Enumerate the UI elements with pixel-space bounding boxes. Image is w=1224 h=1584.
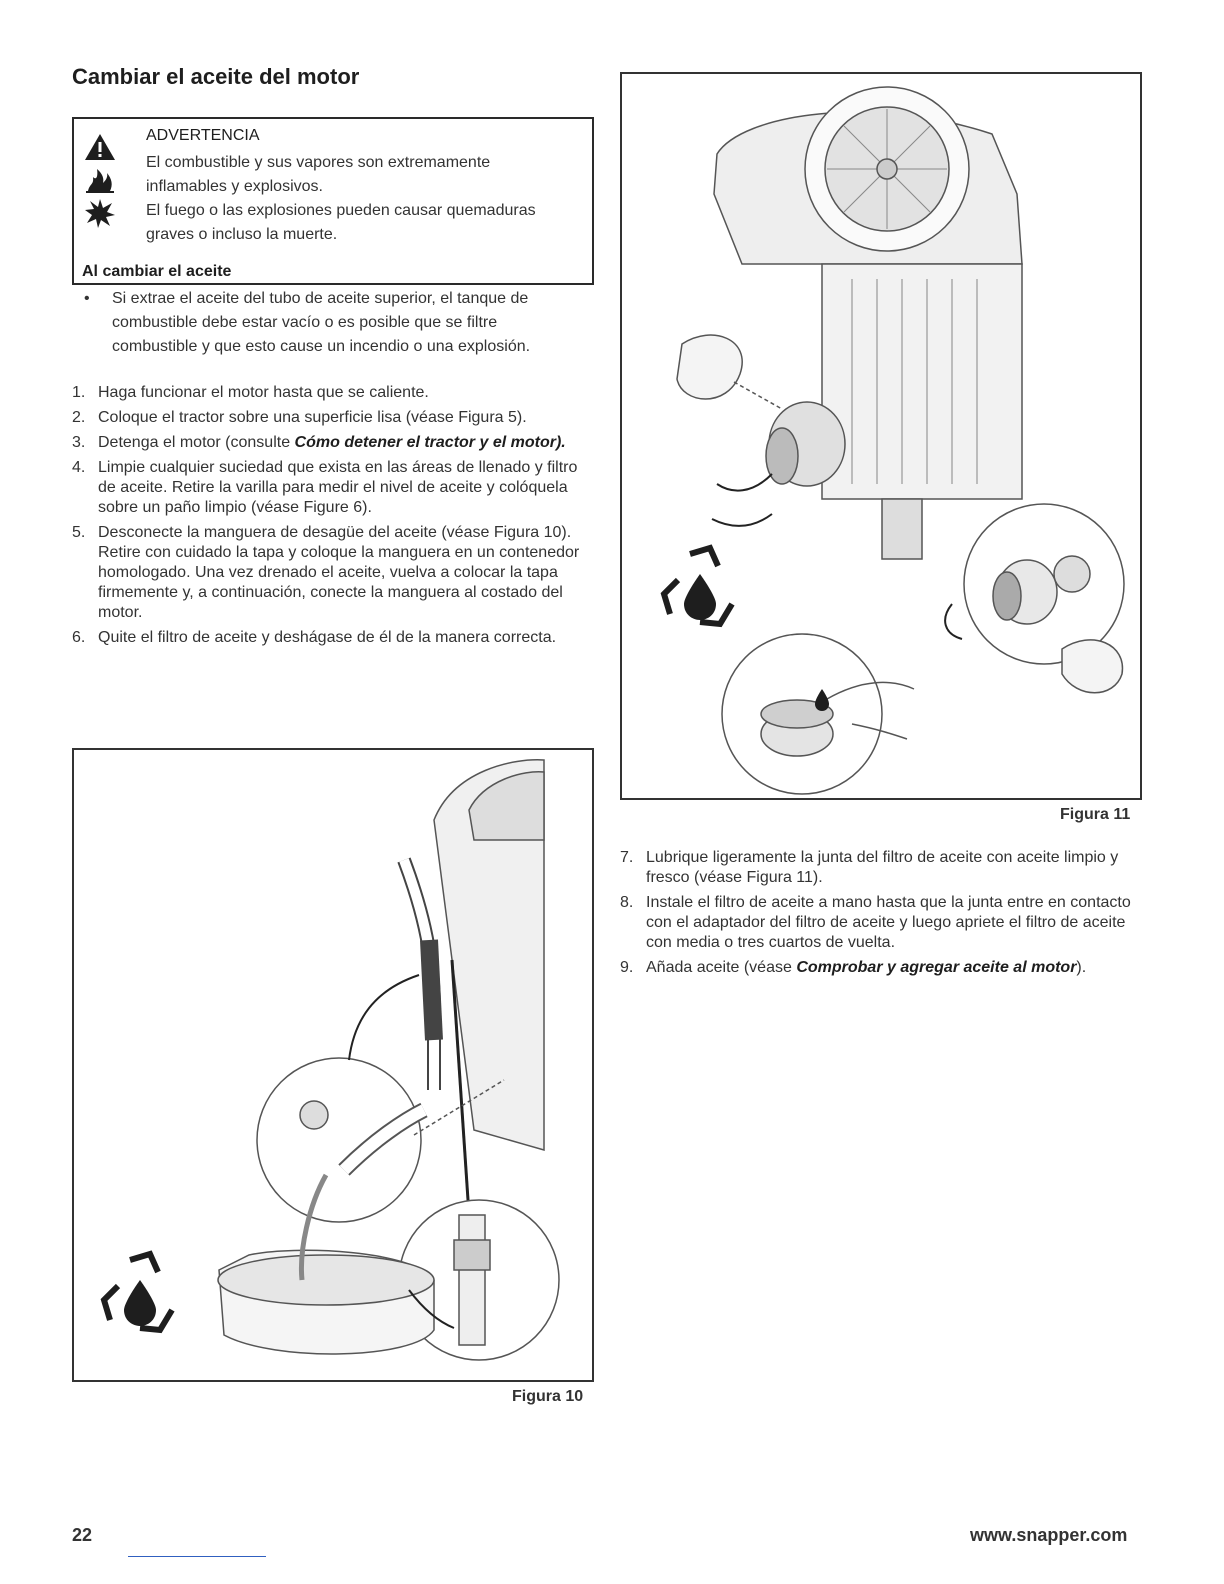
step-number: 2. [72,409,86,426]
fire-hazard-icon [86,169,114,193]
step-number: 6. [72,629,86,646]
page-number: 22 [72,1525,93,1545]
list-item: 3. Detenga el motor (consulte Cómo detene… [72,433,592,453]
warning-line-3: El fuego o las explosiones pueden causar… [146,202,536,219]
step-number: 5. [72,524,86,541]
warning-triangle-icon [85,134,115,160]
step-text: Detenga el motor (consulte [98,434,295,451]
list-item: 7. Lubrique ligeramente la junta del filt… [620,848,1145,888]
step-number: 4. [72,459,86,476]
oil-recycle-icon [660,544,735,628]
figure-10-illustration [100,759,560,1361]
explosion-hazard-icon [85,199,115,228]
website-link[interactable]: www.snapper.com [970,1525,1128,1545]
list-item: 6. Quite el filtro de aceite y deshágase … [72,628,592,648]
step-text: Desconecte la manguera de desagüe del ac… [98,524,580,621]
step-emphasis: Cómo detener el tractor y el motor). [294,434,566,451]
step-text: Instale el filtro de aceite a mano hasta… [646,894,1131,951]
list-item: 2. Coloque el tractor sobre una superfici… [72,408,592,428]
list-item: 5. Desconecte la manguera de desagüe del … [72,523,592,623]
step-text-after: ). [1076,959,1087,976]
list-item: 1. Haga funcionar el motor hasta que se c… [72,383,592,403]
step-number: 7. [620,849,634,866]
step-number: 8. [620,894,634,911]
warning-line-1: El combustible y sus vapores son extrema… [146,154,491,171]
figure-10-caption: Figura 10 [512,1388,584,1405]
page-title: Cambiar el aceite del motor [72,64,360,89]
oil-recycle-icon [100,1250,175,1334]
warning-subheading: Al cambiar el aceite [82,263,232,280]
list-item: 8. Instale el filtro de aceite a mano has… [620,893,1145,953]
step-text: Haga funcionar el motor hasta que se cal… [98,384,429,401]
warning-line-2: inflamables y explosivos. [146,178,323,195]
bullet-dot: • [84,290,90,307]
warning-bullet: • Si extrae el aceite del tubo de aceite… [84,287,584,359]
step-text: Quite el filtro de aceite y deshágase de… [98,629,557,646]
steps-right-list: 7. Lubrique ligeramente la junta del filt… [620,848,1145,983]
warning-heading: ADVERTENCIA [146,127,260,144]
step-text: Añada aceite (véase [646,959,797,976]
step-number: 1. [72,384,86,401]
step-text: Lubrique ligeramente la junta del filtro… [646,849,1119,886]
step-text: Coloque el tractor sobre una superficie … [98,409,527,426]
step-text: Limpie cualquier suciedad que exista en … [98,459,578,516]
step-emphasis: Comprobar y agregar aceite al motor [796,959,1077,976]
list-item: 9. Añada aceite (véase Comprobar y agrega… [620,958,1145,978]
warning-bullet-text: Si extrae el aceite del tubo de aceite s… [112,290,531,355]
figure-11-illustration [660,86,1125,795]
warning-line-4: graves o incluso la muerte. [146,226,338,243]
figure-11-caption: Figura 11 [1060,806,1131,823]
warning-box: ADVERTENCIA El combustible y sus vapores… [72,117,594,355]
steps-left-list: 1. Haga funcionar el motor hasta que se c… [72,383,592,653]
step-number: 9. [620,959,634,976]
warning-icons [84,133,128,233]
list-item: 4. Limpie cualquier suciedad que exista e… [72,458,592,518]
figure-10-box [72,748,594,1382]
footer-rule [128,1556,266,1557]
figure-11-box [620,72,1142,800]
step-number: 3. [72,434,86,451]
